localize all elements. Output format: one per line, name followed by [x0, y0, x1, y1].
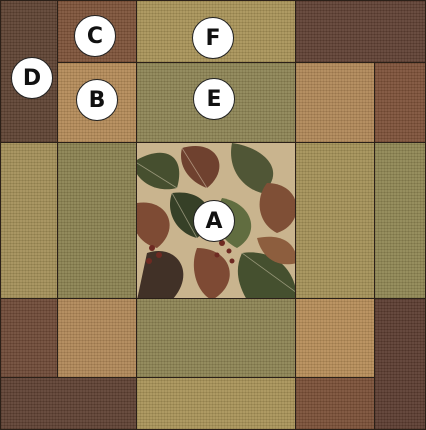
patch-row2-right-tan [295, 62, 375, 143]
patch-row5-left-dark [0, 377, 137, 430]
patch-right-olive [374, 142, 426, 299]
patch-right-khaki [295, 142, 375, 299]
label-d: D [11, 57, 53, 99]
patch-row5-center-khaki [136, 377, 296, 430]
patch-row4-right-tan [295, 298, 375, 378]
patch-left-khaki [0, 142, 58, 299]
label-c: C [74, 15, 116, 57]
patch-left-sage [57, 142, 137, 299]
label-f: F [192, 17, 234, 59]
patch-row4-center-sage [136, 298, 296, 378]
label-b: B [76, 79, 118, 121]
patch-row4-left-dark [0, 298, 58, 378]
patch-row5-right-rust [295, 377, 375, 430]
patch-row2-right-dark [374, 62, 426, 143]
patch-top-right [295, 0, 426, 63]
patch-row4-left-tan [57, 298, 137, 378]
label-a: A [193, 200, 235, 242]
patch-row4-right-dark [374, 298, 426, 430]
label-e: E [193, 78, 235, 120]
